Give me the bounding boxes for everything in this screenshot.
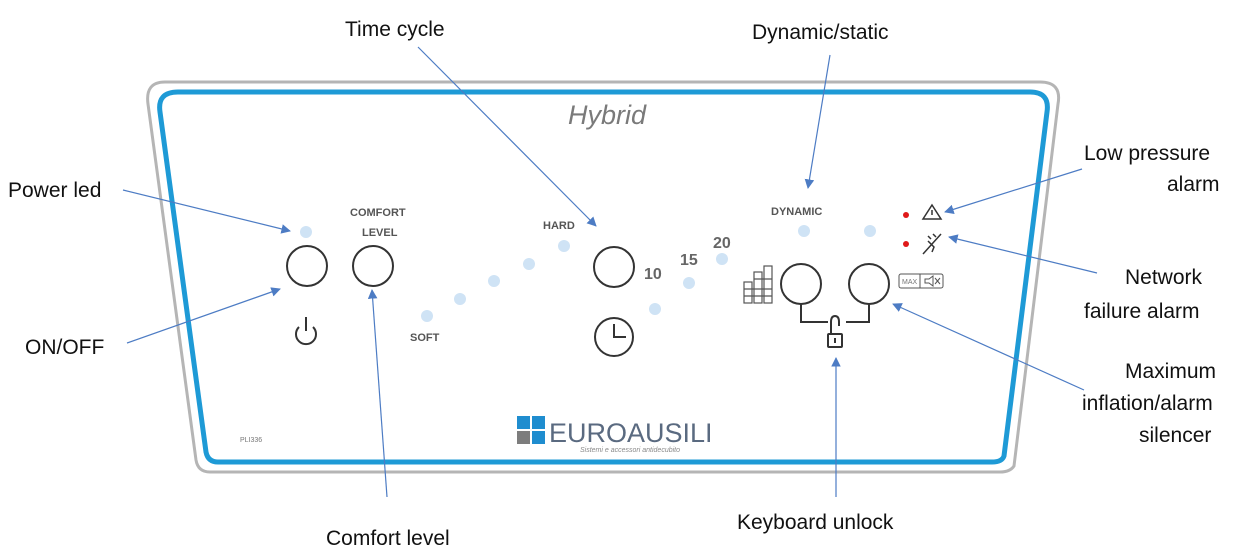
- clock-icon: [594, 317, 634, 357]
- padlock-icon: [827, 314, 843, 348]
- comfort-led: [523, 258, 535, 270]
- annotation-network-2: failure alarm: [1084, 300, 1200, 323]
- max-silence-icon: [898, 273, 944, 289]
- network-failure-arrow: [948, 234, 1098, 274]
- annotation-max-3: silencer: [1139, 424, 1211, 447]
- max-inflation-button[interactable]: [848, 263, 890, 305]
- cycle-led: [649, 303, 661, 315]
- comfort-label-line2: LEVEL: [362, 227, 398, 239]
- mattress-icon: [743, 265, 773, 304]
- low-pressure-led: [903, 212, 909, 218]
- panel-model-name: Hybrid: [568, 100, 647, 130]
- comfort-led: [421, 310, 433, 322]
- static-led: [864, 225, 876, 237]
- brand-tagline: Sistemi e accessori antidecubito: [580, 447, 680, 454]
- max-label: MAX: [902, 279, 918, 286]
- unlock-bracket: [800, 304, 828, 323]
- comfort-level-arrow: [367, 289, 388, 498]
- comfort-level-button[interactable]: [352, 245, 394, 287]
- cycle-time-10: 10: [644, 266, 662, 283]
- network-failure-led: [903, 241, 909, 247]
- annotation-low-pressure-1: Low pressure: [1084, 142, 1210, 165]
- soft-label: SOFT: [410, 332, 440, 344]
- annotation-max-1: Maximum: [1125, 360, 1216, 383]
- power-led-arrow: [122, 189, 291, 234]
- hard-label: HARD: [543, 220, 575, 232]
- on-off-button[interactable]: [286, 245, 328, 287]
- annotation-low-pressure-2: alarm: [1167, 173, 1220, 196]
- comfort-led: [454, 293, 466, 305]
- annotation-comfort-level: Comfort level: [326, 527, 450, 550]
- cycle-time-15: 15: [680, 252, 698, 269]
- time-cycle-arrow: [417, 46, 597, 227]
- annotation-max-2: inflation/alarm: [1082, 392, 1213, 415]
- annotation-dynamic-static: Dynamic/static: [752, 21, 889, 44]
- cycle-led: [716, 253, 728, 265]
- max-inflation-arrow: [892, 303, 1085, 391]
- power-led: [300, 226, 312, 238]
- brand-name: EUROAUSILI: [549, 418, 713, 448]
- panel-code: PLI336: [240, 437, 262, 444]
- dynamic-led: [798, 225, 810, 237]
- power-icon: [295, 317, 317, 346]
- comfort-led: [558, 240, 570, 252]
- on-off-arrow: [126, 287, 281, 344]
- cycle-led: [683, 277, 695, 289]
- cycle-time-20: 20: [713, 235, 731, 252]
- annotation-network-1: Network: [1125, 266, 1203, 289]
- dynamic-static-button[interactable]: [780, 263, 822, 305]
- comfort-led: [488, 275, 500, 287]
- no-plug-icon: [922, 233, 942, 255]
- brand-logo: [517, 416, 545, 444]
- annotation-time-cycle: Time cycle: [345, 18, 445, 41]
- comfort-label-line1: COMFORT: [350, 207, 406, 219]
- annotation-power-led: Power led: [8, 179, 101, 202]
- dynamic-label: DYNAMIC: [771, 206, 822, 218]
- warning-icon: [921, 203, 943, 220]
- low-pressure-arrow: [944, 168, 1083, 214]
- annotation-on-off: ON/OFF: [25, 336, 104, 359]
- panel-blue-border: [157, 89, 1050, 465]
- unlock-bracket: [846, 304, 870, 323]
- annotation-keyboard-unlock: Keyboard unlock: [737, 511, 894, 534]
- dynamic-static-arrow: [804, 54, 831, 189]
- comfort-scale-leds: [421, 240, 570, 322]
- time-cycle-button[interactable]: [593, 246, 635, 288]
